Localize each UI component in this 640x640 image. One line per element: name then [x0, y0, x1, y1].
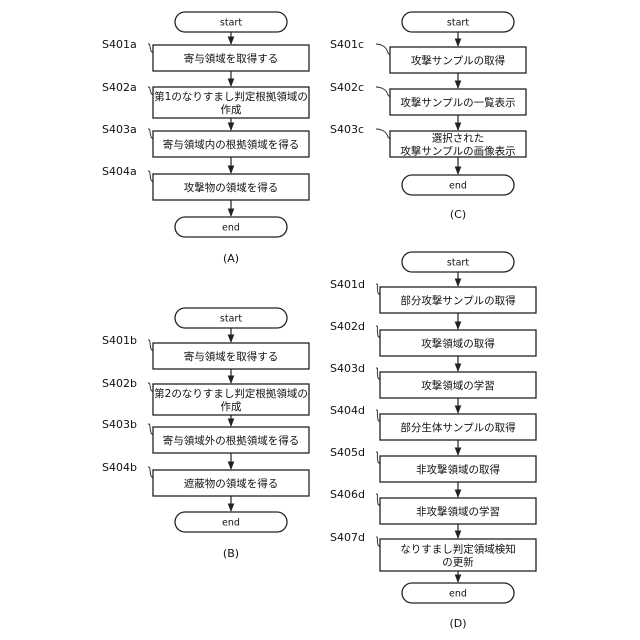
process-text: 攻撃サンプルの画像表示: [400, 145, 515, 158]
figure-caption: (B): [223, 547, 239, 560]
step-label: S406d: [330, 488, 365, 501]
end-label: end: [449, 589, 467, 600]
process-text: なりすまし判定領域検知: [400, 543, 516, 556]
figure-caption: (D): [449, 617, 466, 630]
label-leader-line: [148, 44, 153, 53]
label-leader-line: [376, 87, 390, 97]
step-label: S402b: [102, 377, 137, 390]
start-label: start: [447, 258, 469, 269]
step-label: S403a: [102, 123, 137, 136]
process-text: 選択された: [432, 132, 485, 145]
process-text: の更新: [442, 556, 474, 569]
step-label: S405d: [330, 446, 365, 459]
process-text: 寄与領域を取得する: [184, 350, 279, 363]
step-label: S403b: [102, 418, 137, 431]
process-text: 作成: [221, 104, 242, 116]
step-label: S404b: [102, 461, 137, 474]
start-label: start: [220, 18, 242, 29]
process-text: 非攻撃領域の取得: [416, 463, 500, 476]
process-text: 第1のなりすまし判定根拠領域の: [154, 90, 308, 103]
label-leader-line: [148, 340, 153, 351]
step-label: S401a: [102, 38, 137, 51]
process-text: 遮蔽物の領域を得る: [184, 477, 279, 490]
label-leader-line: [376, 129, 390, 139]
step-label: S404a: [102, 165, 137, 178]
label-leader-line: [148, 424, 153, 435]
step-label: S402d: [330, 320, 365, 333]
figure-caption: (A): [223, 252, 239, 265]
label-leader-line: [148, 171, 153, 182]
process-text: 寄与領域外の根拠領域を得る: [163, 434, 300, 447]
flowchart-c: start 攻撃サンプルの取得 S401c 攻撃サンプルの一覧表示 S402c 選択された…: [330, 12, 526, 221]
label-leader-line: [148, 129, 153, 139]
step-label: S402a: [102, 81, 137, 94]
process-text: 部分攻撃サンプルの取得: [400, 294, 515, 307]
label-leader-line: [148, 383, 153, 392]
process-text: 攻撃サンプルの一覧表示: [400, 96, 515, 109]
step-label: S404d: [330, 404, 365, 417]
process-text: 攻撃サンプルの取得: [411, 54, 505, 67]
step-label: S401d: [330, 278, 365, 291]
process-text: 作成: [221, 401, 242, 413]
step-label: S403c: [330, 123, 364, 136]
process-text: 攻撃物の領域を得る: [184, 181, 279, 194]
step-label: S401b: [102, 334, 137, 347]
label-leader-line: [148, 87, 153, 95]
flowchart-a: start 寄与領域を取得する S401a 第1のなりすまし判定根拠領域の作成 S402…: [102, 12, 309, 265]
process-text: 寄与領域内の根拠領域を得る: [163, 138, 300, 151]
figure-caption: (C): [450, 208, 466, 221]
process-text: 攻撃領域の学習: [421, 379, 495, 392]
process-text: 部分生体サンプルの取得: [400, 421, 515, 434]
step-label: S407d: [330, 531, 365, 544]
process-text: 寄与領域を取得する: [184, 52, 279, 65]
step-label: S403d: [330, 362, 365, 375]
start-label: start: [447, 18, 469, 29]
end-label: end: [222, 223, 240, 234]
step-label: S402c: [330, 81, 364, 94]
end-label: end: [222, 518, 240, 529]
label-leader-line: [376, 44, 390, 55]
step-label: S401c: [330, 38, 364, 51]
end-label: end: [449, 181, 467, 192]
process-text: 非攻撃領域の学習: [416, 505, 500, 518]
flowchart-b: start 寄与領域を取得する S401b 第2のなりすまし判定根拠領域の作成 S402…: [102, 308, 309, 560]
label-leader-line: [148, 467, 153, 478]
flowchart-d: start 部分攻撃サンプルの取得 S401d 攻撃領域の取得 S402d 攻撃領域の学習…: [330, 252, 536, 630]
process-text: 攻撃領域の取得: [421, 337, 495, 350]
process-text: 第2のなりすまし判定根拠領域の: [154, 387, 308, 400]
start-label: start: [220, 314, 242, 325]
